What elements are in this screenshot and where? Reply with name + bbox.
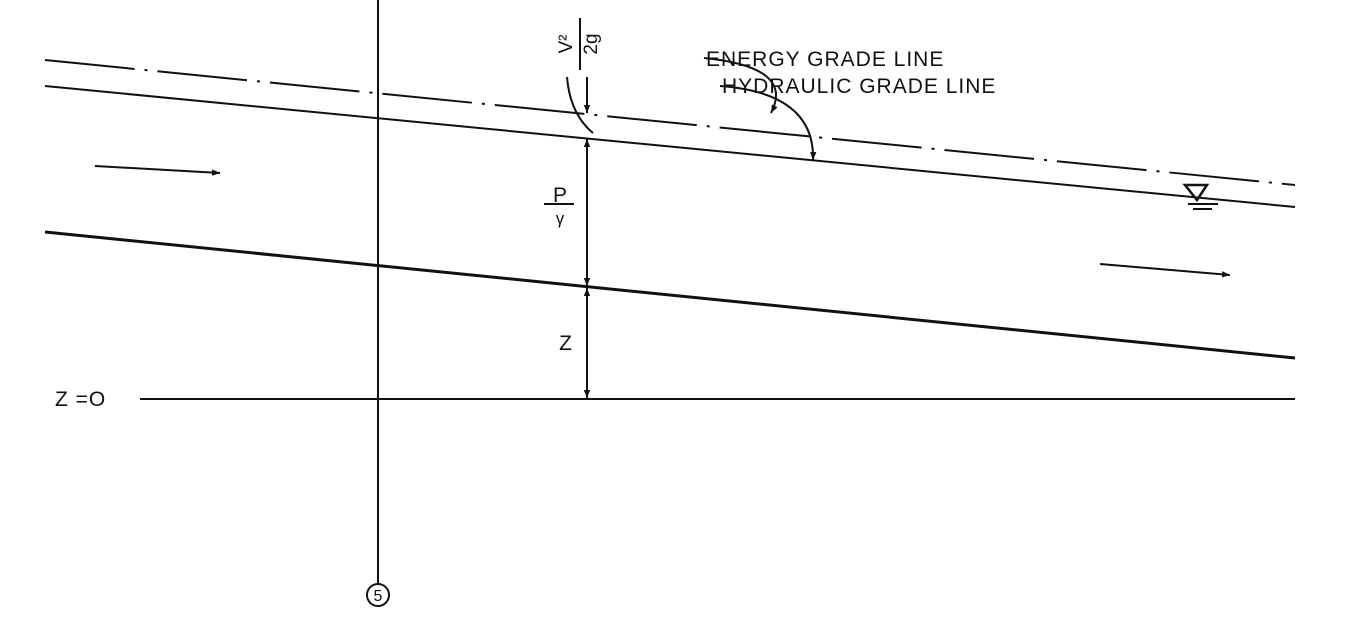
datum-label: Z =O: [55, 388, 106, 411]
svg-text:2g: 2g: [581, 33, 602, 54]
hydraulic-grade-line-label: HYDRAULIC GRADE LINE: [722, 75, 996, 98]
energy-grade-line-leader: [703, 57, 778, 114]
section-number: 5: [374, 588, 383, 605]
pressure-head-denominator: γ: [556, 209, 565, 228]
pressure-head-numerator: P: [553, 184, 567, 207]
energy-grade-line: [44, 59, 1296, 186]
velocity-head-label: V² 2g: [556, 18, 602, 70]
channel-bottom-line: [44, 230, 1296, 360]
elevation-head-label: Z: [559, 332, 573, 355]
water-surface-icon: [1182, 183, 1218, 210]
flow-direction-arrow: [1099, 263, 1231, 278]
hydraulic-grade-line-leader: [719, 85, 817, 161]
section-marker: [366, 583, 390, 607]
energy-grade-line-label: ENERGY GRADE LINE: [706, 48, 944, 71]
velocity-head-leader: [566, 76, 594, 134]
flow-direction-arrow: [94, 165, 221, 176]
hydraulic-grade-line: [44, 85, 1296, 208]
svg-text:V²: V²: [556, 35, 577, 54]
